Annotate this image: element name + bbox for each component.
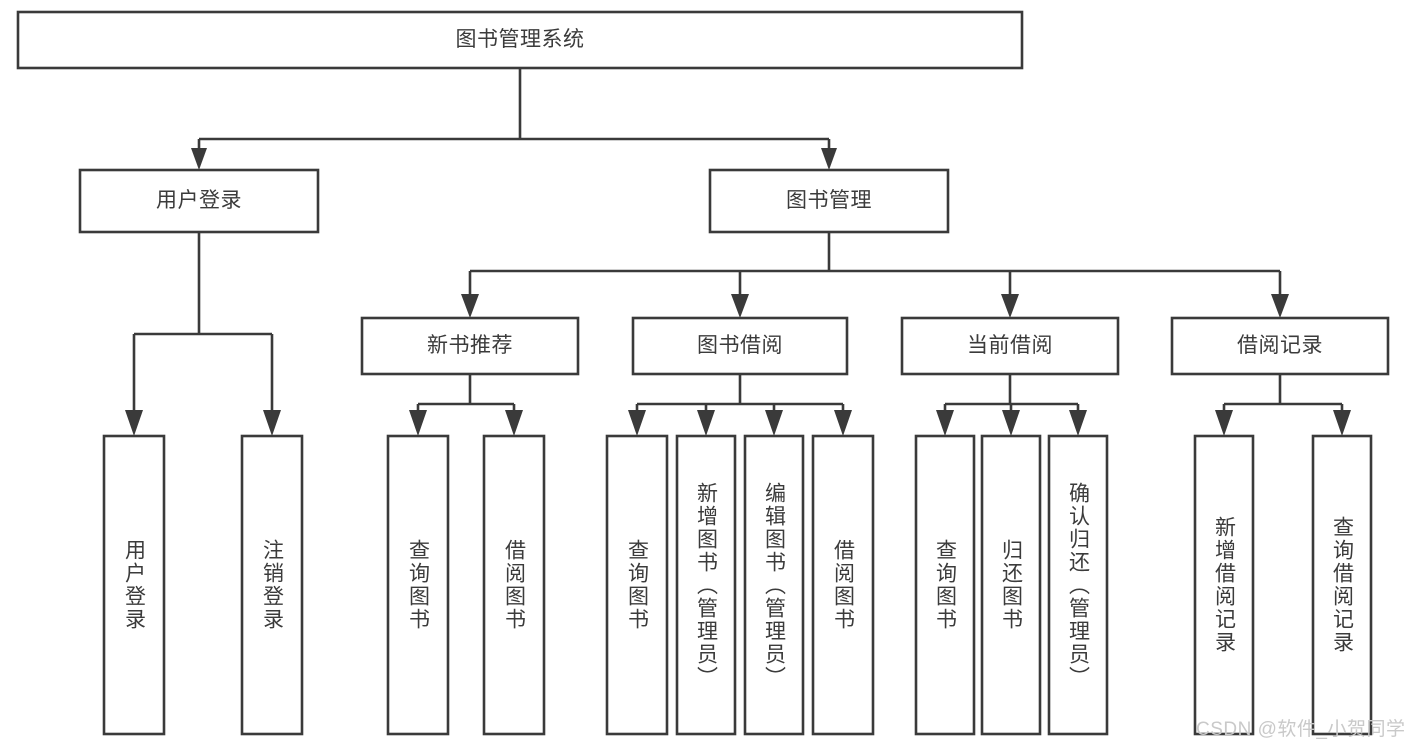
node-box-leaf-add-book-admin[interactable] <box>675 434 737 736</box>
arrow-to-leaf-return-book <box>1002 410 1020 436</box>
arrow-to-leaf-add-borrow-record <box>1215 410 1233 436</box>
arrow-to-leaf-user-login <box>125 410 143 436</box>
node-box-leaf-query-book-current[interactable] <box>914 434 976 736</box>
arrow-to-leaf-add-book-admin <box>697 410 715 436</box>
node-box-root[interactable] <box>16 10 1024 70</box>
node-box-leaf-query-borrow-record[interactable] <box>1311 434 1373 736</box>
arrow-to-leaf-borrow-book-rec <box>505 410 523 436</box>
node-box-borrow-records[interactable] <box>1170 316 1390 376</box>
arrow-to-leaf-query-book-rec <box>409 410 427 436</box>
arrow-to-leaf-edit-book-admin <box>765 410 783 436</box>
node-box-book-management[interactable] <box>708 168 950 234</box>
node-box-leaf-return-book[interactable] <box>980 434 1042 736</box>
node-box-leaf-edit-book-admin[interactable] <box>743 434 805 736</box>
arrow-to-new-book-recommend <box>461 294 479 318</box>
node-box-leaf-logout-login[interactable] <box>240 434 304 736</box>
node-box-user-login[interactable] <box>78 168 320 234</box>
arrow-to-book-borrow <box>731 294 749 318</box>
arrow-to-current-borrow <box>1001 294 1019 318</box>
arrow-to-book-management <box>821 148 837 170</box>
arrow-to-leaf-borrow-book <box>834 410 852 436</box>
node-box-leaf-add-borrow-record[interactable] <box>1193 434 1255 736</box>
arrow-to-leaf-query-book-current <box>936 410 954 436</box>
csdn-watermark: CSDN @软件_小贺同学 <box>1196 719 1405 740</box>
node-box-leaf-query-book-rec[interactable] <box>386 434 450 736</box>
node-box-leaf-borrow-book-rec[interactable] <box>482 434 546 736</box>
arrow-to-leaf-logout-login <box>263 410 281 436</box>
connectors-layer <box>125 68 1351 436</box>
arrow-to-borrow-records <box>1271 294 1289 318</box>
node-box-leaf-borrow-book[interactable] <box>811 434 875 736</box>
boxes-layer <box>16 10 1390 736</box>
node-box-book-borrow[interactable] <box>631 316 849 376</box>
arrow-to-leaf-query-book-borrow <box>628 410 646 436</box>
arrow-to-user-login <box>191 148 207 170</box>
node-box-leaf-confirm-return-admin[interactable] <box>1047 434 1109 736</box>
node-box-current-borrow[interactable] <box>900 316 1120 376</box>
arrow-to-leaf-query-borrow-record <box>1333 410 1351 436</box>
node-box-leaf-query-book-borrow[interactable] <box>605 434 669 736</box>
node-box-leaf-user-login[interactable] <box>102 434 166 736</box>
arrow-to-leaf-confirm-return-admin <box>1069 410 1087 436</box>
node-box-new-book-recommend[interactable] <box>360 316 580 376</box>
